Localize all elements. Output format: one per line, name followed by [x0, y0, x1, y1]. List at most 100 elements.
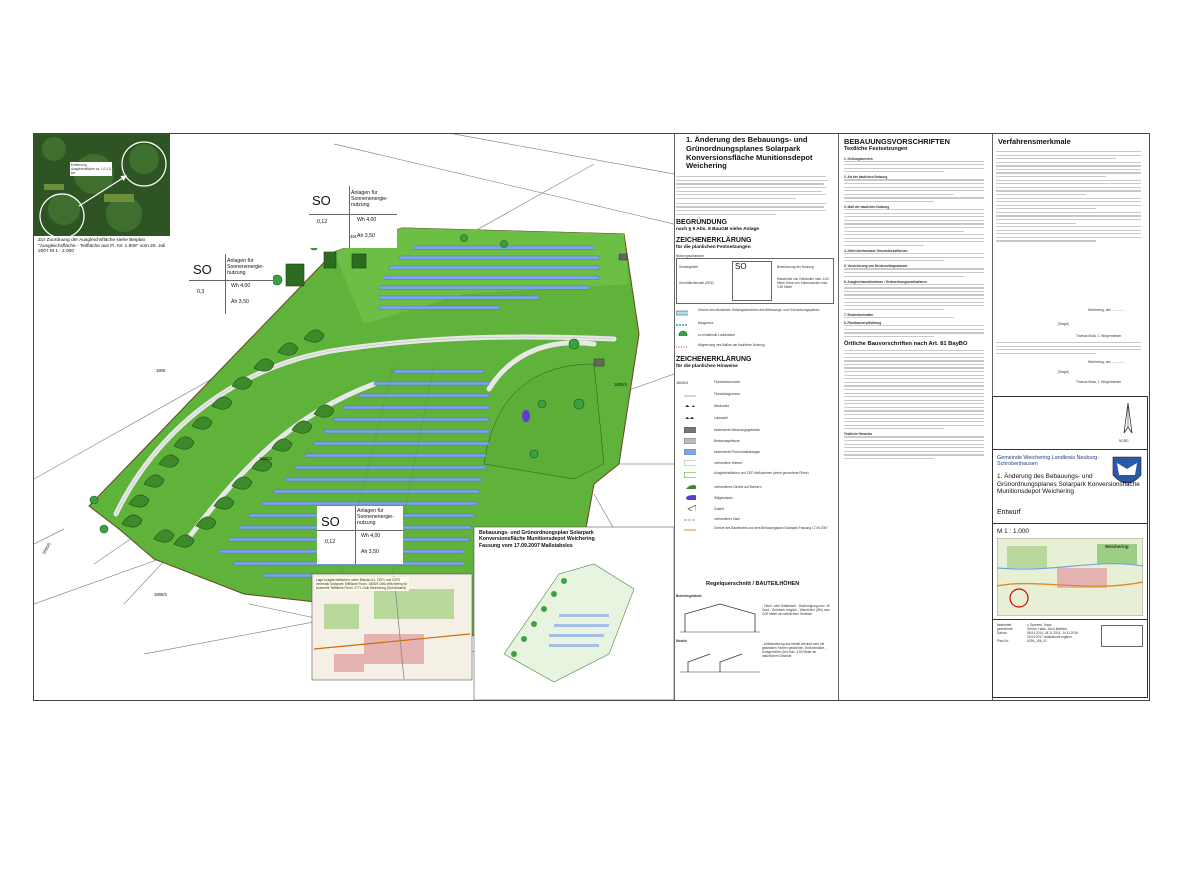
section-7: 7. Bodendenkmäler: [844, 312, 874, 317]
svg-text:♣ ♠: ♣ ♠: [685, 404, 696, 407]
oertlich-heading: Örtliche Bauvorschriften nach Art. 81 Ba…: [844, 341, 968, 348]
column-procedure: Verfahrensmerkmale Weichering, den .....…: [992, 137, 1148, 698]
meta-row: 15.04.2017 redaktionell ergänzt: [1027, 635, 1072, 639]
legend2-item: Bestandsgebäude: [676, 436, 834, 447]
legend1-label: zu erhaltende Laubbäume: [698, 333, 736, 337]
plan-sheet: Entfernung Ausgleichsfläche ca. 1,0-1,5 …: [33, 133, 1150, 701]
so-top-grz: 0,12: [317, 219, 328, 225]
schablone-left2: Grundflächenzahl (GRZ): [679, 281, 714, 285]
legend2-item: ♣ ♠Mischwald: [676, 401, 834, 413]
legend1-item: Baugrenze: [676, 320, 834, 330]
zeichen2-heading: ZEICHENERKLÄRUNG: [676, 356, 752, 363]
legend2-item: Flurstücksgrenzen: [676, 391, 834, 401]
inset-marker-label: Entfernung Ausgleichsfläche ca. 1,0-1,5 …: [70, 162, 112, 176]
section-1: 1. Geltungsbereich: [844, 156, 873, 161]
betrieb-section-drawing: [680, 603, 760, 633]
location-map-town: Weichering: [1105, 544, 1129, 549]
so-top-text: Anlagen für Sonnenenergie-nutzung: [351, 190, 388, 208]
col4-title: Verfahrensmerkmale: [998, 137, 1071, 146]
section-3: 3. Maß der baulichen Nutzung: [844, 205, 890, 210]
legend2-label: Zufahrt: [714, 507, 725, 511]
so-bottom-label: SO: [321, 514, 340, 529]
section-8: 8. Rückbauverpflichtung: [844, 321, 882, 326]
nutzung-label: Nutzungsschablone: [676, 253, 704, 258]
so-left-label: SO: [193, 262, 212, 277]
zeichen2-sub: für die planlichen Hinweise: [676, 364, 738, 369]
column-legend: 1. Änderung des Bebauungs- und Grünordnu…: [676, 135, 836, 696]
legend1-item: zu erhaltende Laubbäume: [676, 330, 834, 342]
north-label: NORD: [1119, 439, 1129, 443]
hinweise-heading: Textliche Hinweise: [844, 432, 873, 437]
nutzung-box-bottom: SO Anlagen für Sonnenenergie-nutzung 0,1…: [317, 506, 403, 564]
office-stamp: [1101, 625, 1143, 647]
so-top-wh: Wh 4,00: [357, 217, 377, 223]
module-section-drawing: [680, 653, 760, 673]
overview-title: Bebauungs- und Grünordnungsplan Solarpar…: [479, 530, 595, 549]
parcel-1805-a: 1805: [156, 368, 166, 373]
legend1: Grenze des räumlichen Geltungsbereiches …: [676, 308, 834, 352]
schablone-right-title: Bezeichnung der Nutzung: [777, 265, 814, 269]
nutzung-box-top: SO Anlagen für Sonnenenergie-nutzung 0,1…: [309, 186, 397, 248]
zeichen1-sub: für die planlichen Festsetzungen: [676, 244, 751, 250]
inset-caption: Zur Zuordnung der Ausgleichsfläche siehe…: [38, 238, 166, 255]
legend2-item: Ausgleichsflächen und CEF-Maßnahmen (sie…: [676, 469, 834, 482]
legend2-label: bestehende Photovoltaikanlagen: [714, 450, 761, 454]
so-bottom-grz: 0,12: [325, 539, 336, 545]
col3-title: BEBAUUNGSVORSCHRIFTEN: [844, 137, 950, 146]
legend2-item: Stillgewässer: [676, 493, 834, 504]
legend2-label: Bestandsgebäude: [714, 439, 740, 443]
legend2-label: Stillgewässer: [714, 496, 733, 500]
plan-scale: M 1 : 1.000: [997, 528, 1029, 535]
site-plan-map: [34, 134, 674, 700]
legend2-label: Laubwald: [714, 416, 728, 420]
sig-name-2: Thomas Mack, 1. Bürgermeister: [1076, 380, 1122, 384]
mixed-forest-icon: ♣ ♠: [685, 404, 696, 407]
schablone-right-text: Wandhöhe von Gebäuden max. 4,00 Meter Hö…: [777, 277, 829, 289]
col3-subtitle: Textliche Festsetzungen: [844, 146, 908, 152]
legend1-label: Abgrenzung des Maßes der baulichen Nutzu…: [698, 343, 765, 347]
legend1-item: Abgrenzung des Maßes der baulichen Nutzu…: [676, 342, 834, 352]
section-2: 2. Art der baulichen Nutzung: [844, 175, 888, 180]
so-top-label: SO: [312, 193, 331, 208]
legend2-label: Flurstücksgrenzen: [714, 392, 741, 396]
legend1-label: Baugrenze: [698, 321, 714, 325]
legend2-label: vorhandener Zaun: [714, 517, 741, 521]
legend1-label: Grenze des räumlichen Geltungsbereiches …: [698, 308, 820, 312]
regel-title: Regelquerschnitt / BAUTEILHÖHEN: [706, 581, 800, 587]
so-bottom-ah: Ah 3,50: [361, 549, 379, 555]
so-bottom-wh: Wh 4,00: [361, 533, 381, 539]
sig-place-1: Weichering, den ...............: [1088, 308, 1126, 312]
legend2-label: bestehende Bebauungsgebäude: [714, 428, 761, 432]
plan-title: 1. Änderung des Bebauungs- und Grünordnu…: [997, 473, 1140, 496]
legend2-label: Grenze des Bauflerales aus dem Bebauungs…: [714, 526, 828, 530]
begruendung-heading: BEGRÜNDUNG: [676, 218, 727, 226]
parcel-1805-4a: 1805/4: [614, 382, 627, 387]
parcel-1805-3: 1805/3: [154, 592, 167, 597]
nutzung-box-left: SO Anlagen für Sonnenenergie-nutzung 0,3…: [189, 254, 273, 314]
plan-status: Entwurf: [997, 509, 1021, 516]
legend2-label: Flurstücksnummer: [714, 380, 741, 384]
north-arrow-icon: [1123, 402, 1133, 434]
legend2-item: Flurstücksnummer: [676, 379, 834, 391]
meta-row: bearbeitet:v. Spreeen, Haas: [997, 623, 1052, 627]
sig-place-2: Weichering, den ...............: [1088, 360, 1126, 364]
meta-row: gezeichnet:Grimm, Haas, Zach-Mathieu: [997, 627, 1068, 631]
so-top-ah: Ah 3,50: [357, 233, 375, 239]
location-map: [997, 538, 1143, 616]
zeichen1-heading: ZEICHENERKLÄRUNG: [676, 236, 752, 244]
legend2-item: ♣♣Laubwald: [676, 413, 834, 425]
sig-seal-2: (Siegel): [1058, 370, 1069, 374]
schablone-so: SO: [735, 262, 747, 271]
legend2-item: Zufahrt: [676, 504, 834, 515]
col2-title: 1. Änderung des Bebauungs- und Grünordnu…: [686, 135, 813, 171]
legend2-item: bestehende Photovoltaikanlagen: [676, 447, 834, 458]
sig-name-1: Thomas Mack, 1. Bürgermeister: [1076, 334, 1122, 338]
coat-of-arms-icon: [1112, 456, 1142, 484]
so-left-wh: Wh 4,00: [231, 283, 251, 289]
section-5: 5. Versickerung von Niederschlagswasser: [844, 264, 908, 269]
nutzung-schablone: Sondergebiet Grundflächenzahl (GRZ) SO B…: [676, 258, 834, 304]
legend2-number: 1805/4: [676, 380, 689, 385]
betrieb-label: Betriebsgebäude: [676, 594, 702, 598]
legend2-label: Ausgleichsflächen und CEF-Maßnahmen (sie…: [714, 471, 809, 475]
so-left-text: Anlagen für Sonnenenergie-nutzung: [227, 258, 264, 276]
